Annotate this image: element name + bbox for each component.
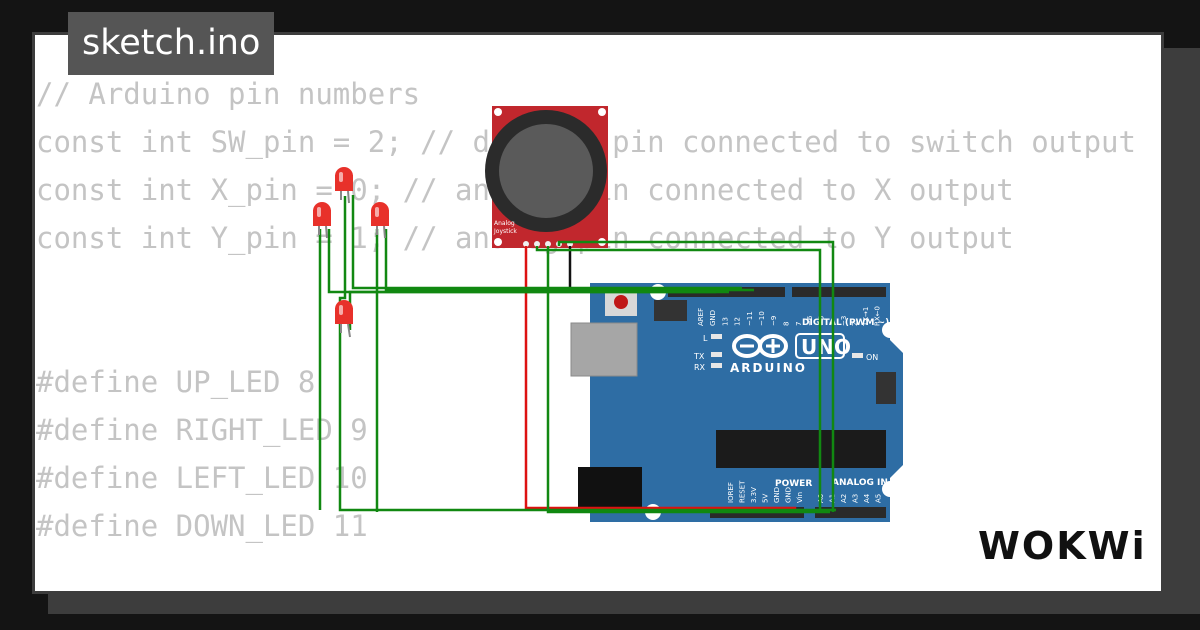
analog-pin-label: A2 (840, 494, 848, 503)
led-down[interactable] (335, 300, 353, 338)
analog-pin-label: A3 (852, 494, 860, 503)
led-up[interactable] (335, 167, 353, 204)
l-led-label: L (703, 334, 708, 343)
tx-led (711, 352, 722, 357)
digital-pin-label: ~6 (806, 315, 814, 326)
icsp-header (654, 300, 687, 321)
digital-pin-label: 13 (721, 317, 729, 326)
code-line: #define DOWN_LED 11 (36, 509, 368, 543)
code-line: #define UP_LED 8 (36, 365, 316, 399)
joystick-pin-vcc[interactable] (523, 241, 529, 247)
wires (318, 195, 836, 514)
joystick-label: Joystick (493, 228, 517, 235)
digital-label: DIGITAL (PWM ~) (802, 318, 889, 328)
digital-pin-label: ~3 (840, 316, 848, 326)
digital-pin-label: 2 (851, 322, 859, 326)
joystick-knob[interactable] (499, 124, 593, 218)
l-led (711, 334, 722, 339)
wire-gnd-common[interactable] (338, 196, 836, 512)
led-right[interactable] (371, 202, 389, 239)
power-pin-label: IOREF (727, 482, 735, 503)
power-label: POWER (775, 479, 812, 489)
power-jack (578, 467, 642, 510)
mount-hole (598, 108, 606, 116)
rx-led (711, 363, 722, 368)
wire-right-led[interactable] (384, 229, 754, 292)
wokwi-logo: WOKWi (978, 524, 1147, 568)
digital-pin-label: ~11 (746, 311, 754, 326)
power-led (852, 353, 863, 358)
reset-button[interactable] (614, 295, 628, 309)
digital-header-right (792, 287, 886, 297)
infinity-logo-icon (732, 334, 788, 358)
file-tab[interactable]: sketch.ino (68, 12, 275, 75)
digital-pin-label: ~10 (758, 311, 766, 326)
icsp2-header (876, 372, 896, 404)
analog-header (815, 507, 886, 518)
wire-up-led[interactable] (351, 195, 742, 290)
joystick-pin-vert[interactable] (534, 241, 540, 247)
digital-pin-label: GND (709, 310, 717, 326)
led-left[interactable] (313, 202, 331, 239)
code-line: #define LEFT_LED 10 (36, 461, 368, 495)
usb-connector (570, 322, 638, 377)
code-line: // Arduino pin numbers (36, 77, 421, 111)
power-pin-label: 5V (762, 494, 770, 503)
analog-pin-label: A4 (863, 493, 871, 503)
digital-pin-label: 7 (795, 322, 803, 326)
digital-pin-label: ~9 (770, 316, 778, 326)
digital-pin-label: AREF (697, 308, 705, 326)
wire-horz[interactable] (546, 246, 830, 514)
tx-led-label: TX (693, 352, 705, 361)
joystick-pin-horz[interactable] (545, 241, 551, 247)
power-pin-label: RESET (739, 480, 747, 503)
mount-hole (882, 322, 898, 338)
digital-pin-label: ~5 (817, 316, 825, 326)
atmega-chip (716, 430, 886, 468)
analog-pin-label: A5 (875, 494, 883, 503)
arduino-brand-text: ARDUINO (730, 361, 807, 375)
digital-pin-label: 12 (734, 317, 742, 326)
wire-vert[interactable] (535, 246, 822, 512)
digital-pin-label: RX←0 (873, 306, 881, 326)
power-pin-label: Vin (796, 492, 804, 503)
uno-model-text: UNO (801, 335, 851, 359)
mount-hole (882, 481, 898, 497)
power-pin-label: GND (785, 487, 793, 503)
mount-hole (494, 108, 502, 116)
analog-label: ANALOG IN (832, 478, 888, 488)
on-label: ON (866, 353, 878, 362)
rx-led-label: RX (694, 363, 706, 372)
joystick-label: Analog (494, 220, 515, 227)
wire-sel[interactable] (557, 240, 835, 512)
code-line: #define RIGHT_LED 9 (36, 413, 368, 447)
analog-joystick-module[interactable]: Analog Joystick (485, 106, 608, 248)
digital-pin-label: 8 (782, 322, 790, 326)
digital-pin-label: TX→1 (862, 307, 870, 327)
mount-hole (494, 238, 502, 246)
power-pin-label: 3.3V (750, 487, 758, 503)
power-pin-label: GND (773, 487, 781, 503)
